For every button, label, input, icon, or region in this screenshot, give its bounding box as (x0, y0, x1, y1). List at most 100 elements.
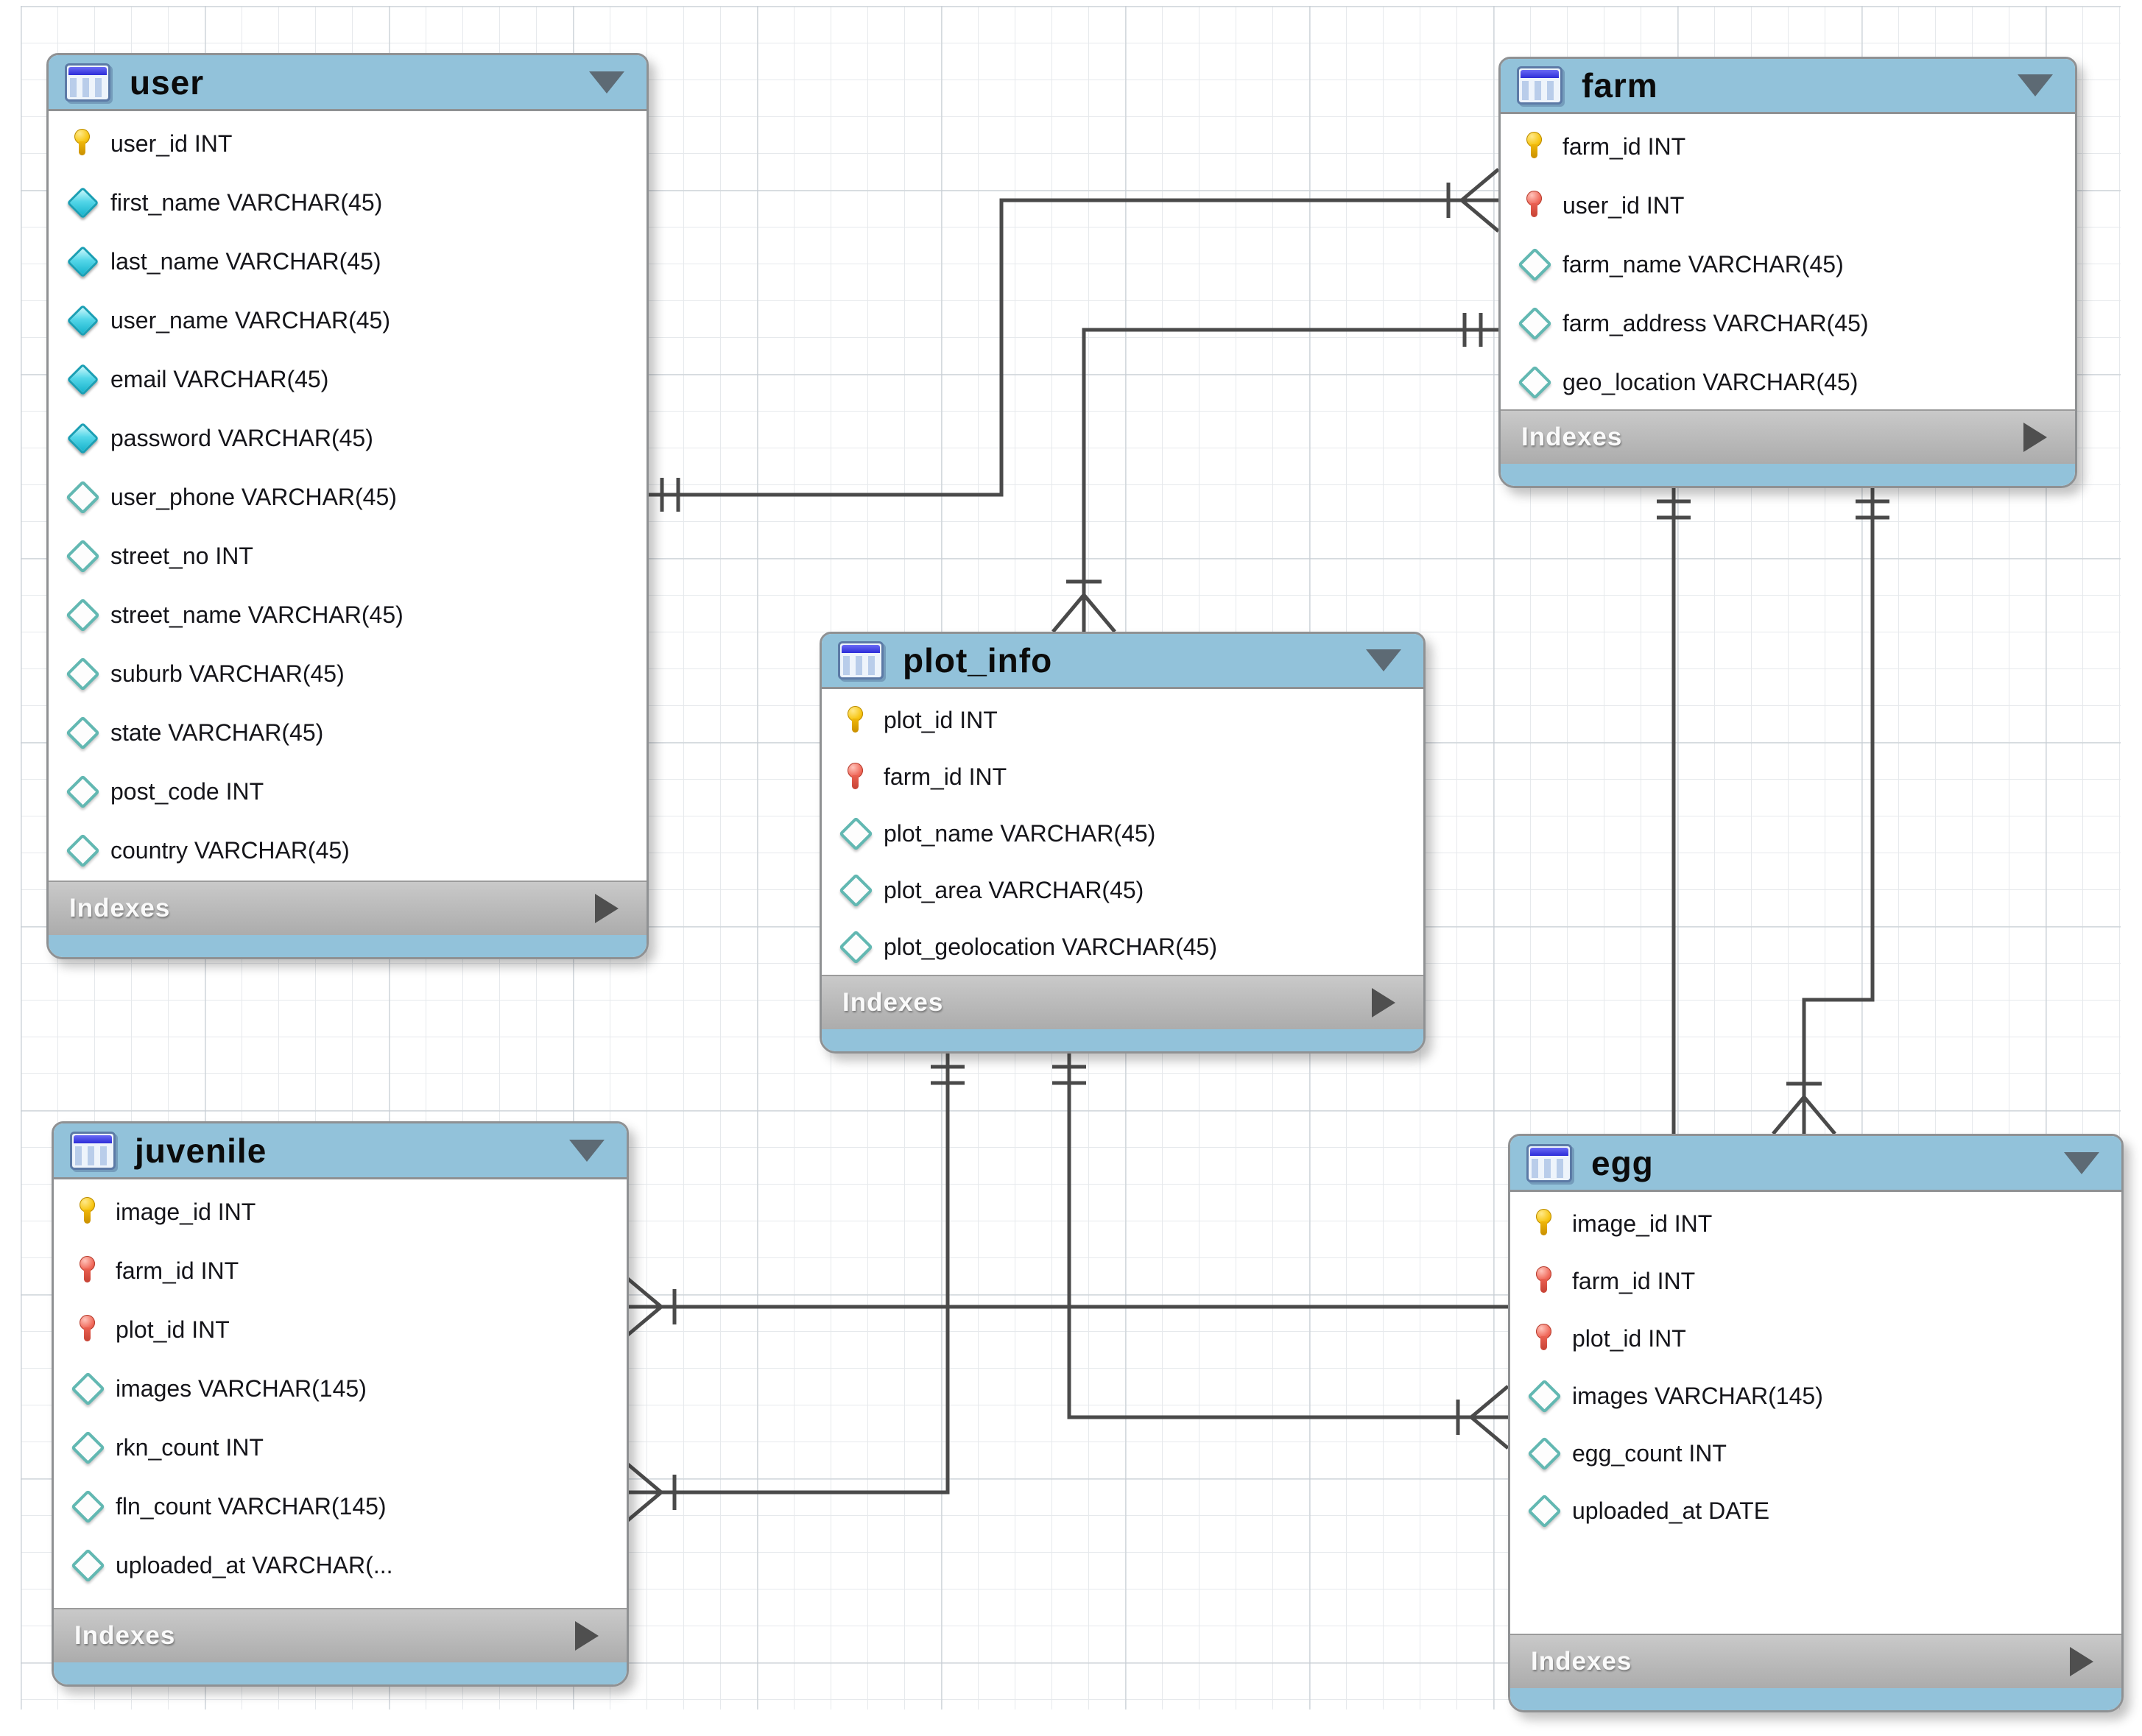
column-row-farm_id[interactable]: farm_id INT (54, 1241, 627, 1300)
column-name: geo_location (1563, 369, 1696, 395)
connector-user-farm[interactable] (644, 169, 1498, 512)
relationship-line[interactable] (624, 1049, 948, 1492)
column-list: image_id INTfarm_id INTplot_id INTimages… (1510, 1192, 2121, 1634)
column-name: images (1572, 1383, 1648, 1409)
column-name: farm_id (1563, 133, 1641, 160)
column-row-image_id[interactable]: image_id INT (1510, 1195, 2121, 1252)
cardinality-mark (1084, 595, 1115, 632)
column-row-plot_name[interactable]: plot_name VARCHAR(45) (822, 805, 1423, 862)
table-header-farm[interactable]: farm (1501, 59, 2075, 114)
table-bottom-strip (822, 1029, 1423, 1051)
table-header-plot_info[interactable]: plot_info (822, 634, 1423, 689)
column-type: INT (218, 1199, 256, 1225)
column-list: image_id INTfarm_id INTplot_id INTimages… (54, 1179, 627, 1608)
column-row-plot_geolocation[interactable]: plot_geolocation VARCHAR(45) (822, 919, 1423, 975)
column-row-first_name[interactable]: first_name VARCHAR(45) (49, 173, 647, 232)
table-icon (838, 641, 884, 680)
column-row-password[interactable]: password VARCHAR(45) (49, 409, 647, 467)
expand-right-icon (2023, 423, 2047, 452)
cardinality-mark (624, 1461, 661, 1492)
column-row-image_id[interactable]: image_id INT (54, 1182, 627, 1241)
column-row-farm_id[interactable]: farm_id INT (1501, 117, 2075, 176)
primary-key-icon (73, 1197, 102, 1227)
column-row-plot_id[interactable]: plot_id INT (822, 692, 1423, 749)
connector-farm-egg[interactable] (1773, 484, 1889, 1134)
table-farm[interactable]: farm farm_id INTuser_id INTfarm_name VARC… (1498, 57, 2077, 488)
column-type: VARCHAR(45) (248, 601, 404, 628)
column-name: password (110, 425, 211, 451)
table-header-juvenile[interactable]: juvenile (54, 1123, 627, 1179)
column-row-post_code[interactable]: post_code INT (49, 762, 647, 821)
table-plot_info[interactable]: plot_info plot_id INTfarm_id INTplot_name… (820, 632, 1426, 1054)
cardinality-mark (1773, 1097, 1804, 1134)
table-user[interactable]: useruser_id INTfirst_name VARCHAR(45)las… (46, 53, 649, 959)
collapse-arrow-icon[interactable] (569, 1140, 605, 1162)
column-row-farm_address[interactable]: farm_address VARCHAR(45) (1501, 294, 2075, 353)
column-row-farm_id[interactable]: farm_id INT (1510, 1252, 2121, 1310)
column-row-farm_name[interactable]: farm_name VARCHAR(45) (1501, 235, 2075, 294)
relationship-line[interactable] (1069, 1049, 1508, 1417)
column-row-geo_location[interactable]: geo_location VARCHAR(45) (1501, 353, 2075, 409)
column-row-egg_count[interactable]: egg_count INT (1510, 1425, 2121, 1482)
connector-farm-plot_info[interactable] (1053, 313, 1498, 632)
table-header-egg[interactable]: egg (1510, 1136, 2121, 1192)
column-row-uploaded_at[interactable]: uploaded_at VARCHAR(... (54, 1536, 627, 1595)
relationship-line[interactable] (644, 200, 1498, 495)
column-row-street_no[interactable]: street_no INT (49, 526, 647, 585)
column-name: user_id (110, 130, 188, 157)
foreign-key-icon (1529, 1324, 1559, 1353)
cardinality-mark (1471, 1386, 1508, 1417)
table-title: farm (1582, 66, 1658, 105)
column-row-country[interactable]: country VARCHAR(45) (49, 821, 647, 880)
collapse-arrow-icon[interactable] (589, 71, 624, 93)
column-row-last_name[interactable]: last_name VARCHAR(45) (49, 232, 647, 291)
column-type: VARCHAR(45) (226, 248, 381, 275)
column-row-images[interactable]: images VARCHAR(145) (54, 1359, 627, 1418)
column-row-user_id[interactable]: user_id INT (1501, 176, 2075, 235)
indexes-bar[interactable]: Indexes (822, 975, 1423, 1029)
column-row-fln_count[interactable]: fln_count VARCHAR(145) (54, 1477, 627, 1536)
column-name: user_id (1563, 192, 1640, 219)
column-row-images[interactable]: images VARCHAR(145) (1510, 1367, 2121, 1425)
indexes-bar[interactable]: Indexes (1501, 409, 2075, 464)
nullable-attribute-icon (68, 718, 97, 747)
column-row-state[interactable]: state VARCHAR(45) (49, 703, 647, 762)
connector-plot_info-juvenile[interactable] (624, 1049, 965, 1523)
column-row-plot_id[interactable]: plot_id INT (1510, 1310, 2121, 1367)
table-title: egg (1591, 1143, 1654, 1183)
column-row-plot_id[interactable]: plot_id INT (54, 1300, 627, 1359)
collapse-arrow-icon[interactable] (2018, 74, 2053, 96)
table-egg[interactable]: eggimage_id INTfarm_id INTplot_id INTima… (1508, 1134, 2124, 1712)
column-type: VARCHAR(45) (168, 719, 323, 746)
column-row-user_phone[interactable]: user_phone VARCHAR(45) (49, 467, 647, 526)
column-type: VARCHAR(45) (235, 307, 390, 334)
column-row-uploaded_at[interactable]: uploaded_at DATE (1510, 1482, 2121, 1539)
indexes-label: Indexes (1501, 423, 1622, 452)
column-name: image_id (116, 1199, 211, 1225)
cardinality-mark (624, 1276, 661, 1307)
column-row-user_name[interactable]: user_name VARCHAR(45) (49, 291, 647, 350)
relationship-line[interactable] (1084, 330, 1498, 632)
nullable-attribute-icon (68, 836, 97, 865)
column-name: first_name (110, 189, 220, 216)
column-type: VARCHAR(45) (1000, 820, 1155, 847)
relationship-line[interactable] (1804, 484, 1873, 1134)
indexes-bar[interactable]: Indexes (49, 881, 647, 935)
column-row-user_id[interactable]: user_id INT (49, 114, 647, 173)
table-juvenile[interactable]: juvenileimage_id INTfarm_id INTplot_id I… (52, 1121, 629, 1687)
column-row-email[interactable]: email VARCHAR(45) (49, 350, 647, 409)
collapse-arrow-icon[interactable] (2064, 1152, 2099, 1174)
connector-plot_info-egg[interactable] (1052, 1049, 1508, 1448)
column-row-farm_id[interactable]: farm_id INT (822, 749, 1423, 805)
column-row-street_name[interactable]: street_name VARCHAR(45) (49, 585, 647, 644)
table-header-user[interactable]: user (49, 55, 647, 111)
indexes-bar[interactable]: Indexes (1510, 1634, 2121, 1688)
nullable-attribute-icon (68, 482, 97, 512)
column-row-suburb[interactable]: suburb VARCHAR(45) (49, 644, 647, 703)
table-title: plot_info (903, 641, 1052, 680)
collapse-arrow-icon[interactable] (1366, 649, 1401, 671)
indexes-bar[interactable]: Indexes (54, 1608, 627, 1662)
column-row-rkn_count[interactable]: rkn_count INT (54, 1418, 627, 1477)
column-row-plot_area[interactable]: plot_area VARCHAR(45) (822, 862, 1423, 919)
